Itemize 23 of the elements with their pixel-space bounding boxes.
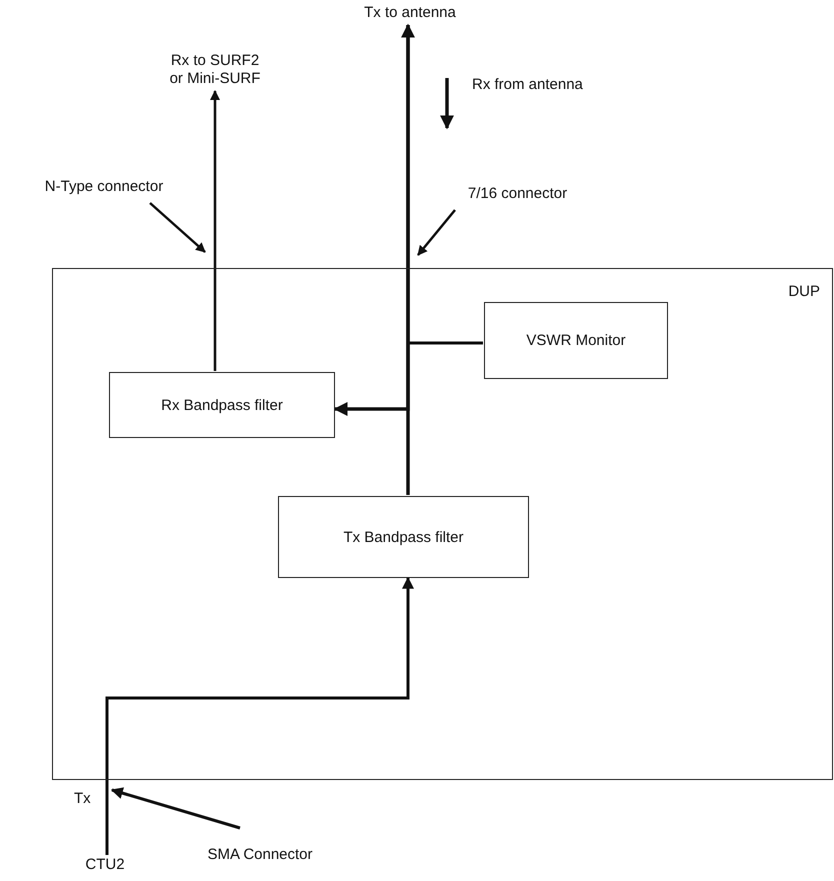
leader-line xyxy=(417,209,456,256)
process-box xyxy=(109,372,335,438)
process-box xyxy=(484,302,668,379)
module-title: DUP xyxy=(788,283,820,300)
process-box xyxy=(278,496,529,578)
port-label: Rx to SURF2 or Mini-SURF xyxy=(165,52,265,90)
callout-label: 7/16 connector xyxy=(450,185,585,205)
arrow xyxy=(401,24,415,495)
leader-line xyxy=(149,202,206,253)
box-label: VSWR Monitor xyxy=(526,332,626,349)
signal-label: Rx from antenna xyxy=(472,76,583,93)
box-label: Tx Bandpass filter xyxy=(343,528,464,546)
box-label: Rx Bandpass filter xyxy=(161,396,283,414)
leader-line xyxy=(110,787,240,830)
callout-label: SMA Connector xyxy=(190,846,330,866)
port-label: CTU2 xyxy=(80,856,130,876)
port-label: Tx xyxy=(74,790,91,807)
arrow xyxy=(334,25,410,416)
port-label: Tx to antenna xyxy=(350,4,470,24)
arrow xyxy=(106,576,414,855)
arrow xyxy=(210,90,220,371)
module-box xyxy=(52,268,833,780)
callout-label: N-Type connector xyxy=(14,178,194,198)
